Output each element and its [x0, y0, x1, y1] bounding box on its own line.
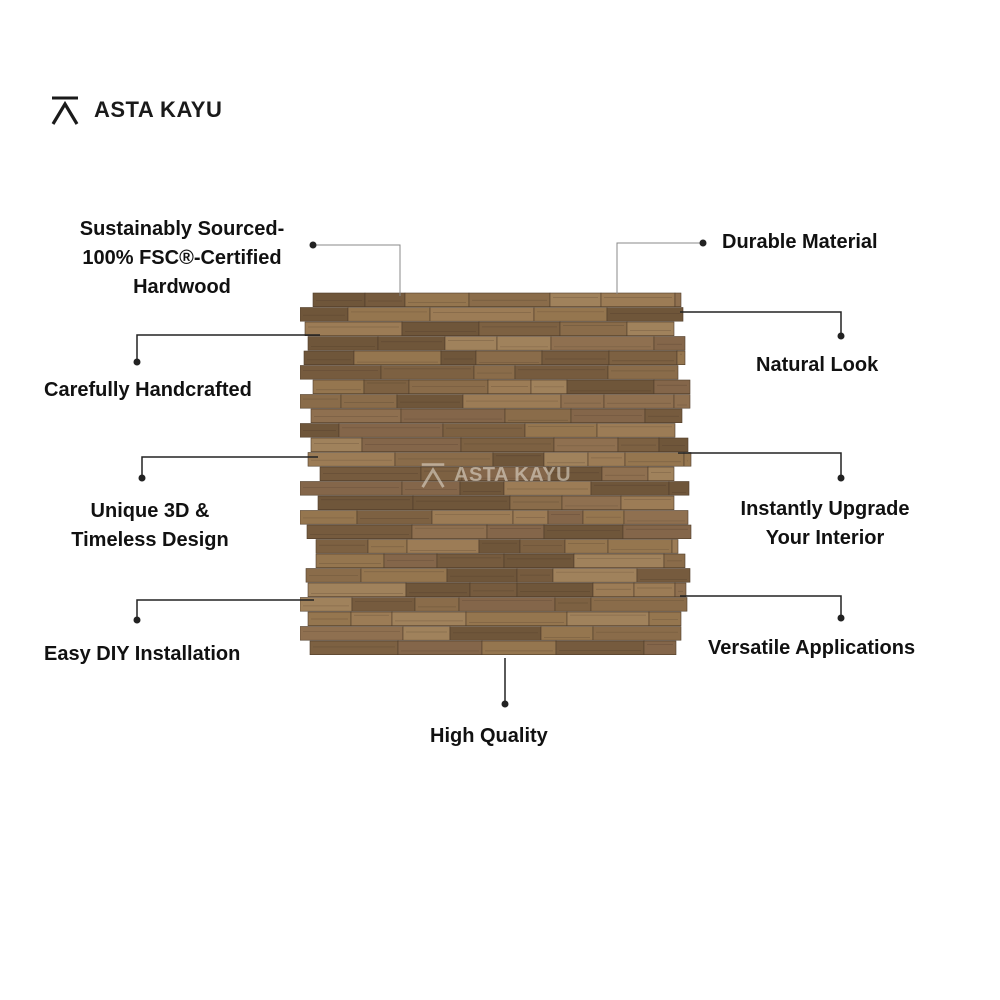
feature-durable-material: Durable Material — [722, 231, 878, 253]
wood-strip — [658, 437, 689, 452]
wood-strip — [596, 423, 676, 438]
wood-strip — [636, 568, 691, 583]
feature-high-quality: High Quality — [430, 725, 548, 747]
watermark-logo-icon — [421, 463, 445, 488]
leader-natural-look — [680, 311, 842, 336]
wood-strip — [648, 611, 682, 626]
feature-line: Instantly Upgrade — [740, 498, 910, 520]
wood-strip — [674, 292, 682, 307]
feature-line: Unique 3D & — [90, 500, 210, 522]
leader-dot — [837, 332, 845, 340]
feature-unique-3d: Unique 3D & Timeless Design — [40, 497, 260, 555]
leader-dot — [133, 616, 141, 624]
leader-dot — [501, 700, 509, 708]
feature-line: Timeless Design — [71, 529, 229, 551]
leader-unique-3d — [141, 456, 318, 478]
feature-versatile-applications: Versatile Applications — [708, 637, 916, 659]
leader-dot — [837, 474, 845, 482]
leader-easy-diy — [136, 599, 314, 620]
wood-strip — [623, 510, 689, 525]
wood-strip — [671, 539, 679, 554]
feature-carefully-handcrafted: Carefully Handcrafted — [44, 379, 252, 401]
wood-strip — [653, 379, 691, 394]
wood-strip — [622, 524, 692, 539]
brand-logo: ASTA KAYU — [50, 95, 222, 125]
wood-strip — [590, 597, 688, 612]
wood-strip — [653, 336, 686, 351]
brand-name: ASTA KAYU — [94, 97, 223, 122]
leader-versatile-applications — [680, 595, 842, 618]
watermark: ASTA KAYU — [420, 462, 571, 488]
leader-dot — [138, 474, 146, 482]
leader-durable-material — [616, 242, 703, 294]
leader-instantly-upgrade — [678, 452, 842, 478]
wood-strip — [668, 481, 690, 496]
leader-dot — [837, 614, 845, 622]
wood-strip — [643, 640, 677, 655]
wood-strip — [647, 466, 675, 481]
wood-strip — [592, 626, 682, 641]
leader-dot — [133, 358, 141, 366]
feature-line: Your Interior — [765, 527, 885, 549]
leader-carefully-handcrafted — [136, 334, 320, 362]
wood-strip — [606, 307, 684, 322]
feature-natural-look: Natural Look — [756, 354, 879, 376]
feature-line: 100% FSC®-Certified — [82, 247, 282, 269]
wood-strip — [676, 350, 686, 365]
leader-dot — [699, 239, 707, 247]
feature-easy-diy: Easy DIY Installation — [44, 643, 241, 665]
leader-dot — [309, 241, 317, 249]
feature-line: Hardwood — [133, 276, 231, 298]
wood-wall-panel-image — [300, 292, 692, 655]
wood-strip — [607, 365, 679, 380]
watermark-text: ASTA KAYU — [454, 463, 572, 486]
wood-strip — [620, 495, 675, 510]
feature-instantly-upgrade: Instantly Upgrade Your Interior — [710, 495, 940, 553]
feature-sustainably-sourced: Sustainably Sourced- 100% FSC®-Certified… — [52, 215, 312, 302]
feature-line: Sustainably Sourced- — [79, 218, 285, 240]
wood-strip — [673, 394, 691, 409]
wood-strip — [644, 408, 683, 423]
wood-strip — [626, 321, 675, 336]
wood-strip — [663, 553, 686, 568]
asta-kayu-logo-icon — [51, 96, 79, 125]
leader-sustainably-sourced — [313, 244, 401, 296]
